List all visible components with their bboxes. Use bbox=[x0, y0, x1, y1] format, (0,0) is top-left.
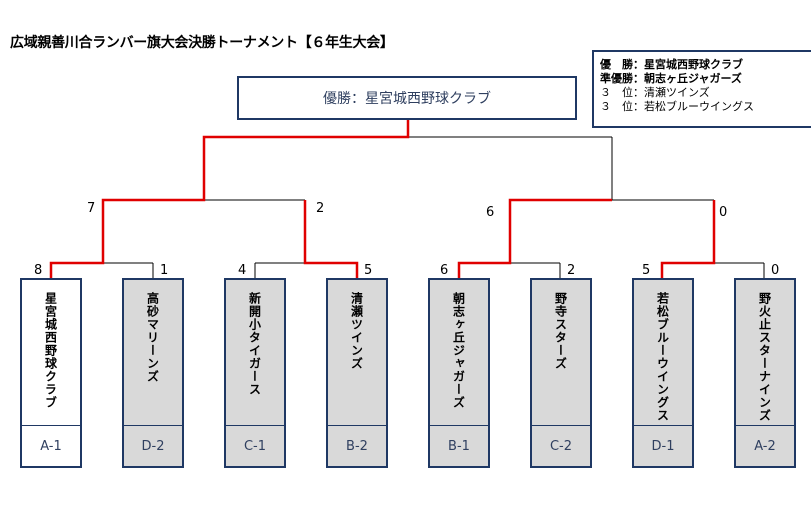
team-box: 高砂マリーンズ D-2 bbox=[122, 278, 184, 468]
team-seed: C-1 bbox=[226, 425, 284, 466]
win-path-1 bbox=[49, 120, 410, 278]
team-seed: B-2 bbox=[328, 425, 386, 466]
champion-box: 優勝：星宮城西野球クラブ bbox=[237, 76, 577, 120]
team-name: 若松ブルーウイングス bbox=[655, 292, 670, 422]
win-path-2 bbox=[303, 200, 359, 278]
score-semi-4: 0 bbox=[719, 205, 728, 220]
result-champion: 優 勝：星宮城西野球クラブ bbox=[600, 58, 743, 71]
score-semi-2: 2 bbox=[316, 201, 325, 216]
team-box: 星宮城西野球クラブ A-1 bbox=[20, 278, 82, 468]
page-title: 広域親善川合ランバー旗大会決勝トーナメント【６年生大会】 bbox=[10, 35, 394, 51]
team-box: 新開小タイガース C-1 bbox=[224, 278, 286, 468]
score-team-7: 5 bbox=[642, 263, 651, 278]
team-seed: A-2 bbox=[736, 425, 794, 466]
results-box: 優 勝：星宮城西野球クラブ 準優勝：朝志ヶ丘ジャガーズ ３ 位：清瀬ツインズ ３… bbox=[592, 50, 811, 128]
team-seed: B-1 bbox=[430, 425, 488, 466]
score-team-4: 5 bbox=[364, 263, 373, 278]
result-third-2: ３ 位：若松ブルーウイングス bbox=[600, 100, 754, 113]
result-third-1: ３ 位：清瀬ツインズ bbox=[600, 86, 710, 99]
team-seed: D-1 bbox=[634, 425, 692, 466]
team-box: 野寺スターズ C-2 bbox=[530, 278, 592, 468]
team-box: 若松ブルーウイングス D-1 bbox=[632, 278, 694, 468]
score-team-2: 1 bbox=[160, 263, 169, 278]
team-name: 清瀬ツインズ bbox=[349, 292, 364, 370]
score-semi-3: 6 bbox=[486, 205, 495, 220]
score-semi-1: 7 bbox=[87, 201, 96, 216]
team-box: 野火止スターナインズ A-2 bbox=[734, 278, 796, 468]
score-team-5: 6 bbox=[440, 263, 449, 278]
win-path-3 bbox=[457, 198, 612, 278]
result-runner-up: 準優勝：朝志ヶ丘ジャガーズ bbox=[600, 72, 742, 85]
team-seed: A-1 bbox=[22, 425, 80, 466]
team-box: 清瀬ツインズ B-2 bbox=[326, 278, 388, 468]
team-name: 野火止スターナインズ bbox=[757, 292, 772, 422]
team-name: 野寺スターズ bbox=[553, 292, 568, 370]
score-team-1: 8 bbox=[34, 263, 43, 278]
win-path-4 bbox=[660, 200, 716, 278]
team-box: 朝志ヶ丘ジャガーズ B-1 bbox=[428, 278, 490, 468]
score-team-6: 2 bbox=[567, 263, 576, 278]
team-seed: D-2 bbox=[124, 425, 182, 466]
team-name: 新開小タイガース bbox=[247, 292, 262, 396]
score-team-3: 4 bbox=[238, 263, 247, 278]
score-team-8: 0 bbox=[771, 263, 780, 278]
team-seed: C-2 bbox=[532, 425, 590, 466]
team-name: 朝志ヶ丘ジャガーズ bbox=[451, 292, 466, 409]
team-name: 高砂マリーンズ bbox=[145, 292, 160, 383]
team-name: 星宮城西野球クラブ bbox=[43, 292, 58, 409]
